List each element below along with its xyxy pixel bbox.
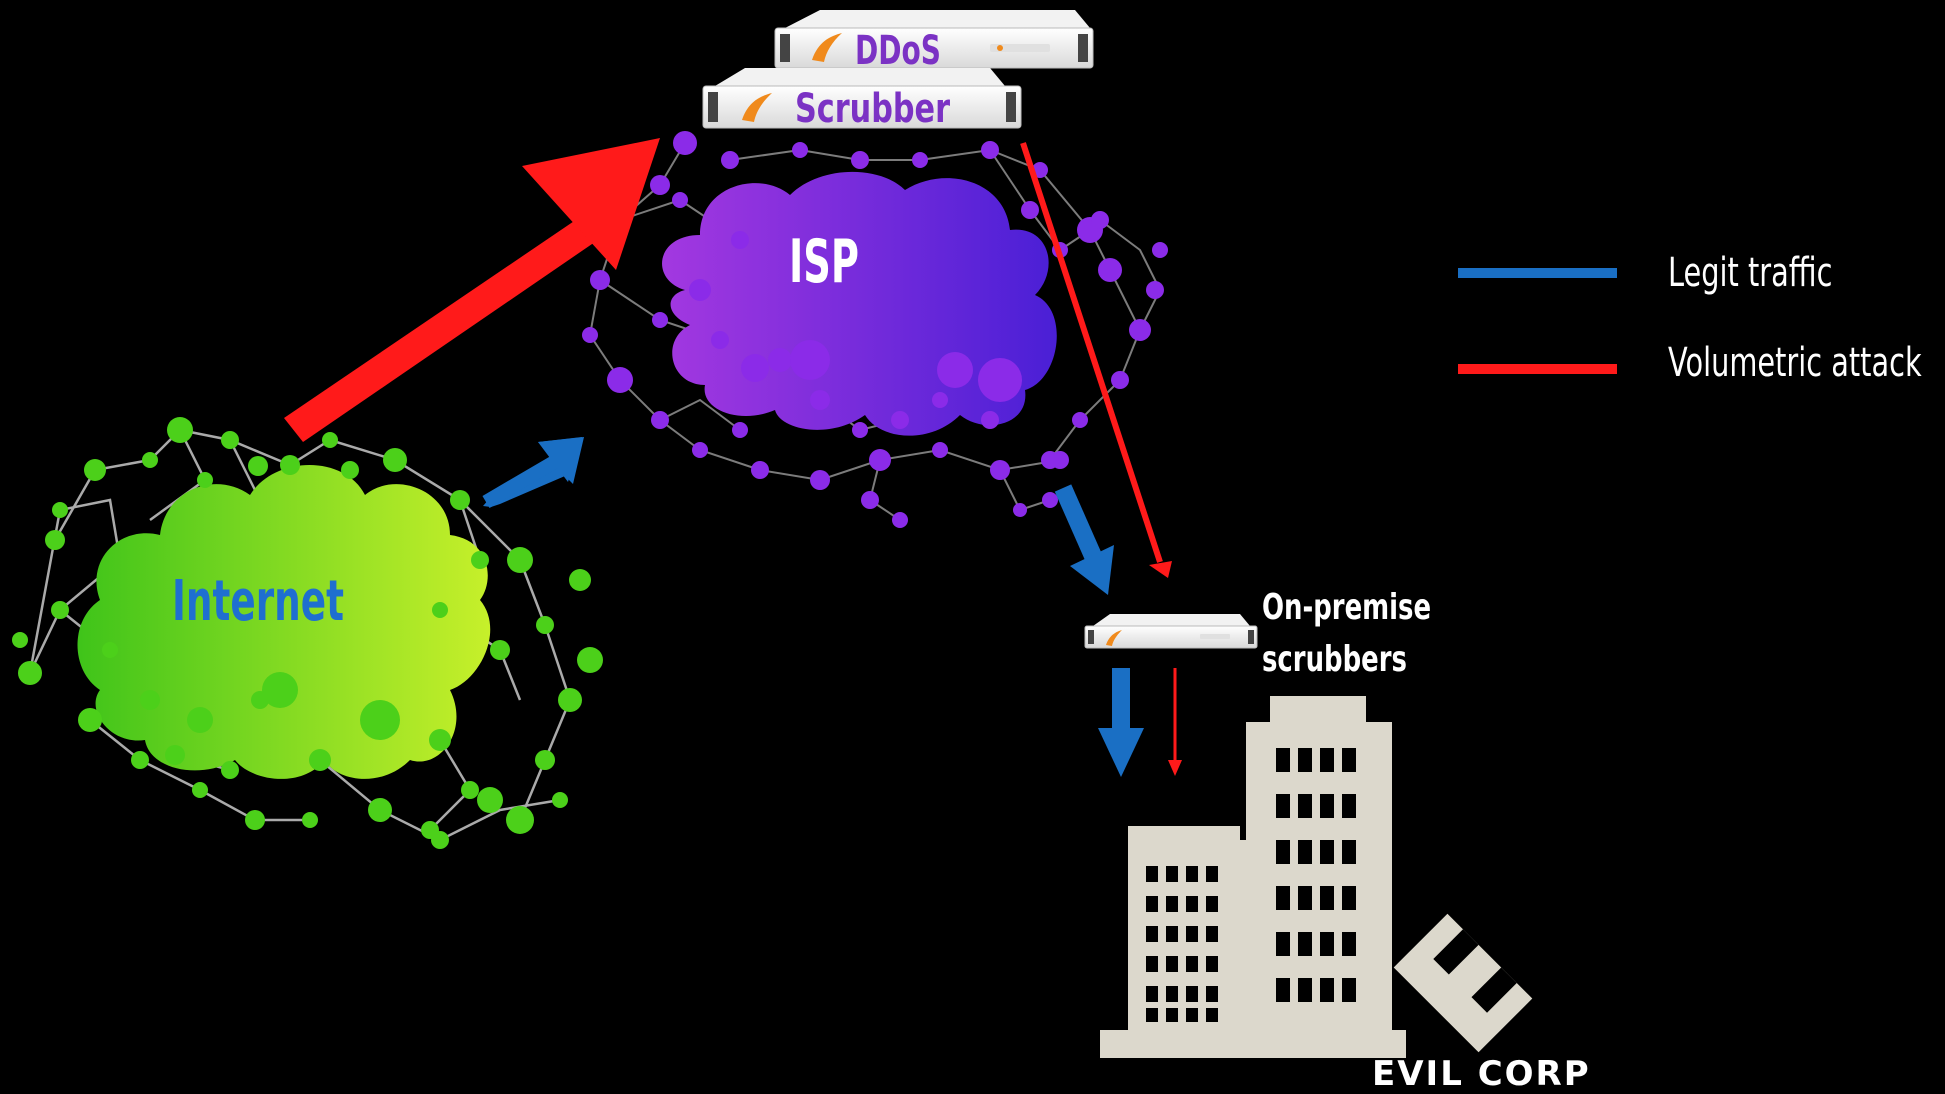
legit-arrow-onprem-to-building — [1098, 668, 1144, 777]
internet-cloud — [12, 417, 603, 849]
legit-arrow-internet-to-isp — [482, 437, 584, 509]
legend-label-legit: Legit traffic — [1668, 250, 1833, 296]
isp-cloud — [582, 131, 1168, 528]
internet-label: Internet — [172, 569, 344, 634]
office-building-icon — [1100, 696, 1406, 1058]
legend-label-attack: Volumetric attack — [1668, 340, 1922, 386]
scrubber-label-ddos: DDoS — [855, 28, 941, 74]
onprem-scrubbers-label: On-premise scrubbers — [1262, 582, 1431, 686]
onprem-scrubber-appliance — [1084, 614, 1258, 649]
isp-label: ISP — [789, 227, 859, 297]
ddos-scrubber-appliance — [702, 10, 1094, 129]
evil-corp-label: EVIL CORP — [1372, 1054, 1591, 1094]
legit-arrow-isp-to-onprem — [1054, 484, 1114, 595]
scrubber-label-scrubber: Scrubber — [795, 86, 950, 132]
onprem-label-line2: scrubbers — [1262, 639, 1407, 680]
attack-arrow-onprem-to-building — [1168, 668, 1182, 776]
attack-arrow-isp-to-onprem — [1020, 142, 1172, 578]
evil-corp-logo-icon — [1393, 913, 1533, 1053]
onprem-label-line1: On-premise — [1262, 587, 1432, 628]
attack-arrow-internet-to-isp — [284, 138, 660, 442]
